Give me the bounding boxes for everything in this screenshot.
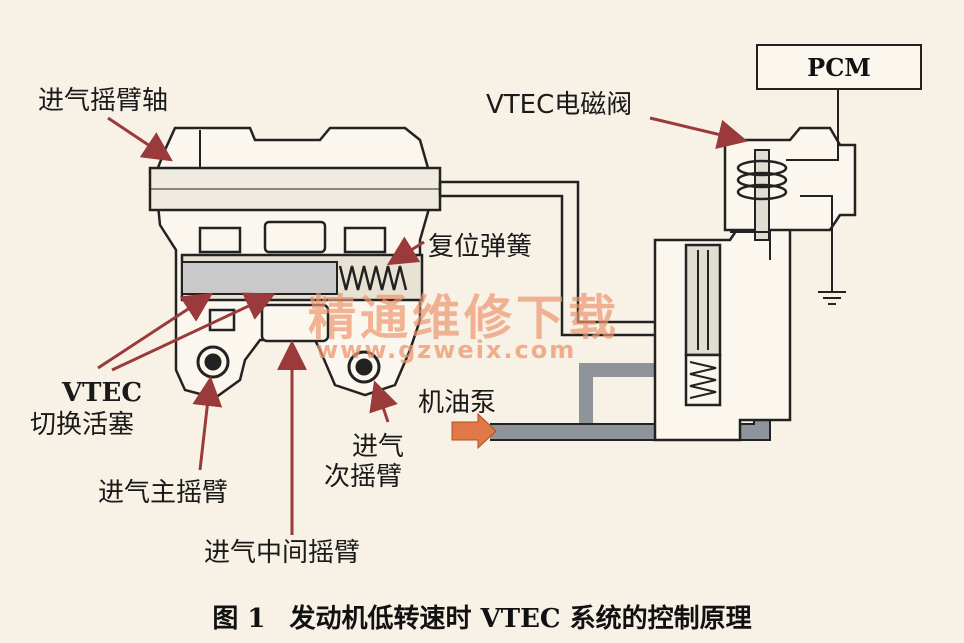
- label-primary-rocker: 进气主摇臂: [98, 478, 229, 508]
- label-vtec-piston-line2: 切换活塞: [30, 410, 135, 440]
- solenoid-housing: [723, 126, 857, 260]
- watermark-text: 精通维修下载: [308, 290, 621, 346]
- label-return-spring: 复位弹簧: [428, 232, 533, 262]
- label-oil-pump: 机油泵: [418, 388, 497, 418]
- figure-number: 图 1: [212, 604, 266, 634]
- figure-title: 发动机低转速时 VTEC 系统的控制原理: [289, 604, 752, 634]
- oil-passage-upper: [438, 180, 685, 337]
- oil-pump-arrow: [451, 412, 497, 450]
- label-secondary-rocker-line2: 次摇臂: [324, 462, 403, 492]
- figure-caption: 图 1 发动机低转速时 VTEC 系统的控制原理: [0, 598, 964, 635]
- watermark-url: www.gzweix.com: [316, 336, 577, 364]
- label-intake-rocker-shaft: 进气摇臂轴: [38, 86, 169, 116]
- label-pcm: PCM: [807, 52, 871, 82]
- leader-arrows: [97, 116, 748, 535]
- label-vtec-solenoid: VTEC电磁阀: [486, 90, 633, 120]
- label-vtec-piston-line1: VTEC: [62, 378, 143, 408]
- roller-holes: [196, 345, 381, 384]
- spool-valve: [653, 223, 792, 442]
- rocker-pads: [198, 220, 387, 254]
- label-middle-rocker: 进气中间摇臂: [204, 538, 361, 568]
- piston-bore: [180, 253, 424, 302]
- pcm-wiring: [786, 90, 846, 305]
- pcm-box: PCM: [756, 44, 922, 90]
- label-secondary-rocker-line1: 进气: [352, 432, 405, 462]
